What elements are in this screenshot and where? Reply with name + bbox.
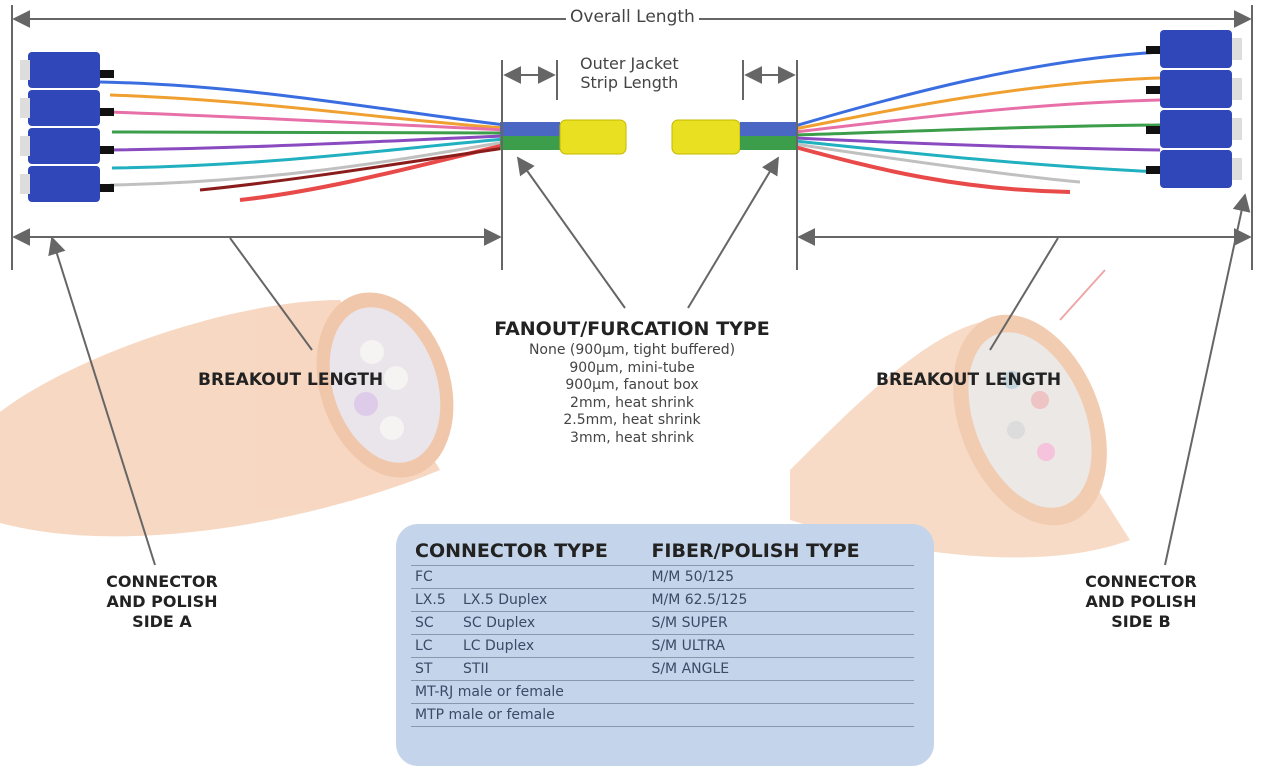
connector-a-line3: SIDE A (132, 612, 192, 631)
table-row: MT-RJ male or female (411, 680, 914, 704)
strip-length-line2: Strip Length (580, 73, 679, 92)
fiber-polish-type-header: FIBER/POLISH TYPE (647, 536, 914, 566)
fanout-title: FANOUT/FURCATION TYPE (494, 318, 770, 340)
strip-length-label: Outer Jacket Strip Length (576, 54, 683, 92)
fiber-type: S/M ANGLE (647, 657, 914, 681)
fiber-type: S/M ULTRA (647, 634, 914, 658)
table-header-row: CONNECTOR TYPE FIBER/POLISH TYPE (411, 536, 914, 566)
background-cable-right (790, 269, 1130, 558)
fibers-left (99, 80, 506, 202)
connector-b-line3: SIDE B (1111, 612, 1171, 631)
connector-variant: LX.5 Duplex (459, 588, 648, 612)
fanout-option: 2mm, heat shrink (570, 394, 694, 411)
table-row: FC M/M 50/125 (411, 565, 914, 589)
fanout-option: 900µm, fanout box (565, 377, 699, 393)
table-row: MTP male or female (411, 703, 914, 727)
connector-variant: STII (459, 657, 648, 681)
connector-side-a-label: CONNECTOR AND POLISH SIDE A (82, 572, 242, 632)
fanout-options-list: None (900µm, tight buffered) 900µm, mini… (464, 342, 800, 447)
fiber-type: S/M SUPER (647, 611, 914, 635)
connector-code: LX.5 (411, 588, 459, 612)
connectors-side-a (20, 52, 114, 202)
connector-variant: LC Duplex (459, 634, 648, 658)
table-row: SC SC Duplex S/M SUPER (411, 611, 914, 635)
connector-variant (459, 565, 648, 589)
dimension-lines (11, 5, 1253, 270)
connector-fiber-table: CONNECTOR TYPE FIBER/POLISH TYPE FC M/M … (411, 536, 914, 727)
connector-code: FC (411, 565, 459, 589)
fanout-option: None (900µm, tight buffered) (528, 342, 736, 358)
table-row: LX.5 LX.5 Duplex M/M 62.5/125 (411, 588, 914, 612)
fanout-option: 2.5mm, heat shrink (563, 412, 701, 428)
fiber-type: M/M 50/125 (647, 565, 914, 589)
connector-b-line1: CONNECTOR (1085, 572, 1197, 591)
overall-length-label: Overall Length (566, 8, 699, 26)
fiber-type: M/M 62.5/125 (647, 588, 914, 612)
connector-a-line1: CONNECTOR (106, 572, 218, 591)
fanout-section: FANOUT/FURCATION TYPE None (900µm, tight… (464, 318, 800, 447)
connector-b-line2: AND POLISH (1085, 592, 1197, 611)
breakout-length-left-label: BREAKOUT LENGTH (198, 370, 384, 390)
connector-a-line2: AND POLISH (106, 592, 218, 611)
fanout-option: 900µm, mini-tube (569, 359, 695, 376)
connector-code: ST (411, 657, 459, 681)
background-cable-left (0, 292, 454, 537)
connector-fiber-table-panel: CONNECTOR TYPE FIBER/POLISH TYPE FC M/M … (396, 524, 934, 766)
connector-variant: SC Duplex (459, 611, 648, 635)
connector-code: MTP male or female (411, 703, 914, 727)
breakout-length-right-label: BREAKOUT LENGTH (876, 370, 1062, 390)
connector-type-header: CONNECTOR TYPE (411, 536, 648, 566)
connectors-side-b (1146, 30, 1242, 188)
connector-code: LC (411, 634, 459, 658)
cable-jacket (500, 119, 798, 155)
leader-arrows (48, 156, 1251, 566)
table-row: LC LC Duplex S/M ULTRA (411, 634, 914, 658)
connector-code: SC (411, 611, 459, 635)
table-row: ST STII S/M ANGLE (411, 657, 914, 681)
connector-side-b-label: CONNECTOR AND POLISH SIDE B (1056, 572, 1226, 632)
fanout-option: 3mm, heat shrink (570, 429, 694, 446)
connector-code: MT-RJ male or female (411, 680, 914, 704)
strip-length-line1: Outer Jacket (580, 54, 679, 73)
fibers-right (794, 50, 1161, 194)
